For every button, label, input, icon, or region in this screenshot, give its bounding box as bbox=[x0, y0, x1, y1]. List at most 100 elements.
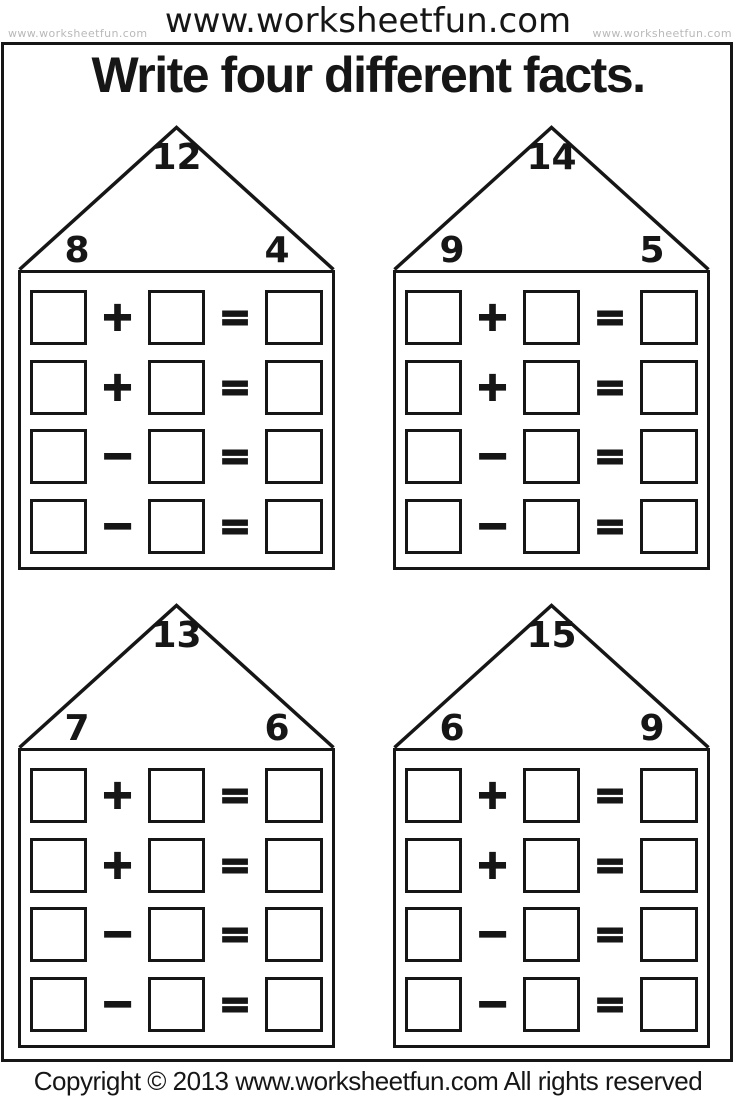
fact-row: − = bbox=[21, 976, 332, 1032]
answer-box[interactable] bbox=[30, 976, 87, 1032]
roof-sum-number: 14 bbox=[526, 137, 577, 178]
fact-house: 13 7 6 + = + = − = − = bbox=[18, 603, 335, 1048]
answer-box[interactable] bbox=[640, 837, 698, 893]
fact-row: + = bbox=[21, 359, 332, 415]
roof-left-number: 8 bbox=[64, 230, 90, 271]
house-roof: 13 7 6 bbox=[18, 603, 335, 748]
fact-row: − = bbox=[21, 498, 332, 554]
roof-outline-icon bbox=[393, 603, 710, 748]
watermark-left: www.worksheetfun.com bbox=[8, 27, 148, 40]
operator-plus: + bbox=[100, 293, 136, 341]
fact-house: 14 9 5 + = + = − = − = bbox=[393, 125, 710, 570]
answer-box[interactable] bbox=[30, 837, 87, 893]
answer-box[interactable] bbox=[265, 498, 323, 554]
equals-sign: = bbox=[593, 981, 627, 1027]
roof-outline-icon bbox=[393, 125, 710, 270]
operator-plus: + bbox=[475, 841, 511, 889]
fact-row: − = bbox=[396, 429, 707, 485]
house-body: + = + = − = − = bbox=[18, 270, 335, 570]
equals-sign: = bbox=[218, 503, 252, 549]
answer-box[interactable] bbox=[523, 359, 580, 415]
answer-box[interactable] bbox=[523, 907, 580, 963]
answer-box[interactable] bbox=[405, 976, 462, 1032]
answer-box[interactable] bbox=[640, 429, 698, 485]
house-body: + = + = − = − = bbox=[393, 748, 710, 1048]
equals-sign: = bbox=[218, 772, 252, 818]
answer-box[interactable] bbox=[405, 498, 462, 554]
answer-box[interactable] bbox=[523, 768, 580, 823]
answer-box[interactable] bbox=[523, 837, 580, 893]
answer-box[interactable] bbox=[405, 429, 462, 485]
fact-row: − = bbox=[21, 429, 332, 485]
operator-plus: + bbox=[100, 363, 136, 411]
equals-sign: = bbox=[218, 433, 252, 479]
equals-sign: = bbox=[593, 772, 627, 818]
answer-box[interactable] bbox=[265, 837, 323, 893]
answer-box[interactable] bbox=[640, 359, 698, 415]
answer-box[interactable] bbox=[640, 290, 698, 345]
answer-box[interactable] bbox=[523, 976, 580, 1032]
answer-box[interactable] bbox=[523, 498, 580, 554]
fact-row: + = bbox=[21, 768, 332, 823]
answer-box[interactable] bbox=[405, 907, 462, 963]
roof-outline-icon bbox=[18, 125, 335, 270]
answer-box[interactable] bbox=[405, 768, 462, 823]
answer-box[interactable] bbox=[405, 359, 462, 415]
fact-row: − = bbox=[396, 907, 707, 963]
answer-box[interactable] bbox=[30, 290, 87, 345]
house-body: + = + = − = − = bbox=[18, 748, 335, 1048]
fact-row: − = bbox=[396, 976, 707, 1032]
answer-box[interactable] bbox=[265, 907, 323, 963]
answer-box[interactable] bbox=[30, 498, 87, 554]
answer-box[interactable] bbox=[640, 498, 698, 554]
site-url-header: www.worksheetfun.com bbox=[164, 1, 572, 41]
equals-sign: = bbox=[593, 294, 627, 340]
operator-plus: + bbox=[475, 771, 511, 819]
answer-box[interactable] bbox=[148, 907, 205, 963]
operator-plus: + bbox=[100, 771, 136, 819]
answer-box[interactable] bbox=[405, 837, 462, 893]
watermark-right: www.worksheetfun.com bbox=[592, 27, 732, 40]
fact-row: + = bbox=[396, 359, 707, 415]
copyright-line: Copyright © 2013 www.worksheetfun.com Al… bbox=[33, 1066, 703, 1096]
answer-box[interactable] bbox=[30, 359, 87, 415]
operator-plus: + bbox=[475, 293, 511, 341]
answer-box[interactable] bbox=[265, 359, 323, 415]
answer-box[interactable] bbox=[148, 290, 205, 345]
answer-box[interactable] bbox=[148, 359, 205, 415]
answer-box[interactable] bbox=[265, 976, 323, 1032]
answer-box[interactable] bbox=[148, 976, 205, 1032]
fact-row: + = bbox=[21, 290, 332, 345]
answer-box[interactable] bbox=[30, 907, 87, 963]
answer-box[interactable] bbox=[523, 429, 580, 485]
operator-plus: + bbox=[100, 841, 136, 889]
house-roof: 15 6 9 bbox=[393, 603, 710, 748]
house-roof: 12 8 4 bbox=[18, 125, 335, 270]
answer-box[interactable] bbox=[265, 290, 323, 345]
house-body: + = + = − = − = bbox=[393, 270, 710, 570]
equals-sign: = bbox=[218, 294, 252, 340]
answer-box[interactable] bbox=[148, 498, 205, 554]
answer-box[interactable] bbox=[405, 290, 462, 345]
roof-right-number: 5 bbox=[639, 230, 665, 271]
operator-minus: − bbox=[475, 910, 511, 958]
roof-sum-number: 15 bbox=[526, 615, 577, 656]
roof-left-number: 6 bbox=[439, 708, 465, 749]
answer-box[interactable] bbox=[523, 290, 580, 345]
answer-box[interactable] bbox=[640, 976, 698, 1032]
answer-box[interactable] bbox=[148, 837, 205, 893]
answer-box[interactable] bbox=[640, 768, 698, 823]
fact-row: − = bbox=[21, 907, 332, 963]
answer-box[interactable] bbox=[30, 429, 87, 485]
equals-sign: = bbox=[593, 503, 627, 549]
answer-box[interactable] bbox=[148, 768, 205, 823]
answer-box[interactable] bbox=[30, 768, 87, 823]
roof-sum-number: 12 bbox=[151, 137, 202, 178]
answer-box[interactable] bbox=[265, 429, 323, 485]
answer-box[interactable] bbox=[640, 907, 698, 963]
fact-house: 15 6 9 + = + = − = − = bbox=[393, 603, 710, 1048]
answer-box[interactable] bbox=[265, 768, 323, 823]
answer-box[interactable] bbox=[148, 429, 205, 485]
equals-sign: = bbox=[593, 842, 627, 888]
roof-right-number: 9 bbox=[639, 708, 665, 749]
